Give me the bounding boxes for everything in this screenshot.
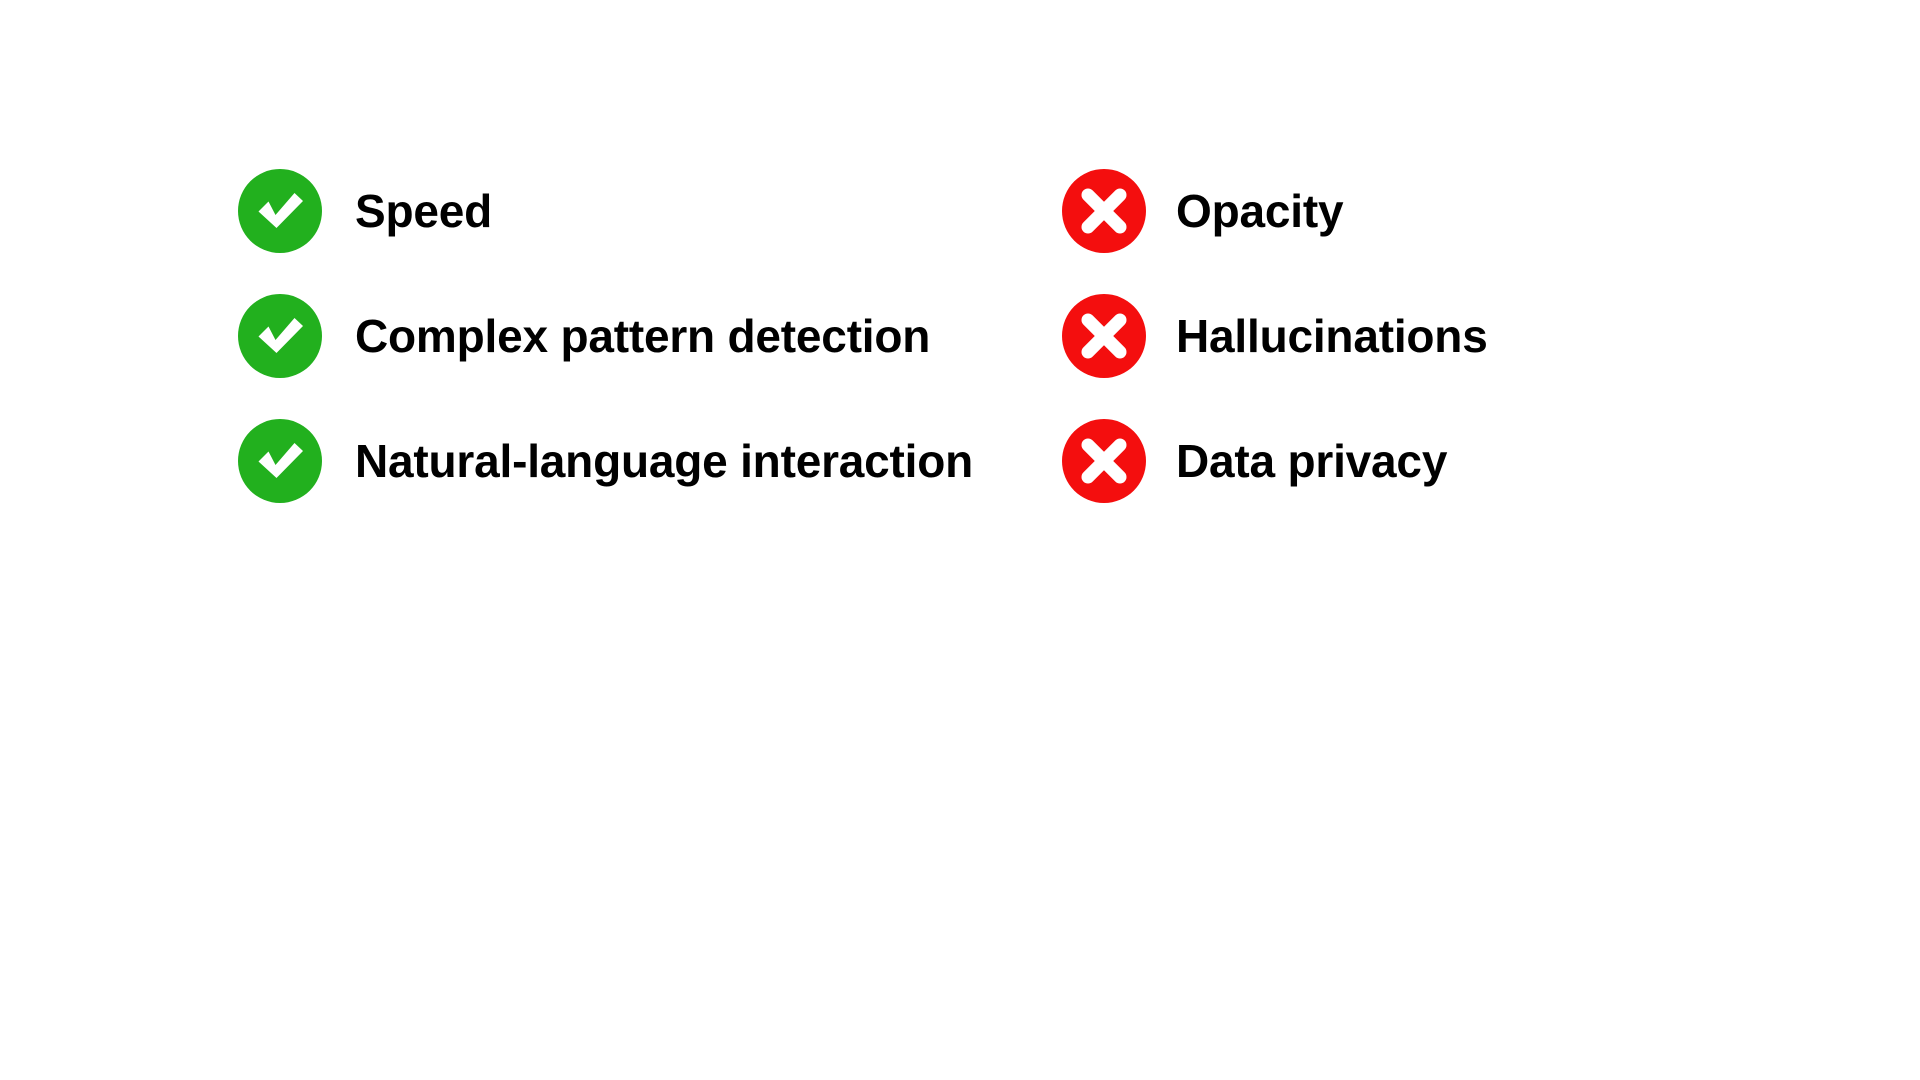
cons-column: Opacity Hallucinations	[1062, 169, 1488, 503]
list-item: Natural-language interaction	[238, 419, 973, 503]
check-circle-icon	[238, 419, 322, 503]
list-item-label: Hallucinations	[1176, 310, 1488, 362]
list-item-label: Speed	[355, 185, 493, 237]
pros-column: Speed Complex pattern detection Natural-…	[238, 169, 973, 503]
x-circle-icon	[1062, 419, 1146, 503]
list-item: Data privacy	[1062, 419, 1488, 503]
list-item-label: Complex pattern detection	[355, 310, 931, 362]
list-item-label: Natural-language interaction	[355, 435, 974, 487]
check-circle-icon	[238, 169, 322, 253]
list-item: Speed	[238, 169, 973, 253]
list-item-label: Opacity	[1176, 185, 1344, 237]
x-circle-icon	[1062, 294, 1146, 378]
check-circle-icon	[238, 294, 322, 378]
list-item: Hallucinations	[1062, 294, 1488, 378]
x-circle-icon	[1062, 169, 1146, 253]
list-item: Complex pattern detection	[238, 294, 973, 378]
list-item: Opacity	[1062, 169, 1488, 253]
list-item-label: Data privacy	[1176, 435, 1448, 487]
